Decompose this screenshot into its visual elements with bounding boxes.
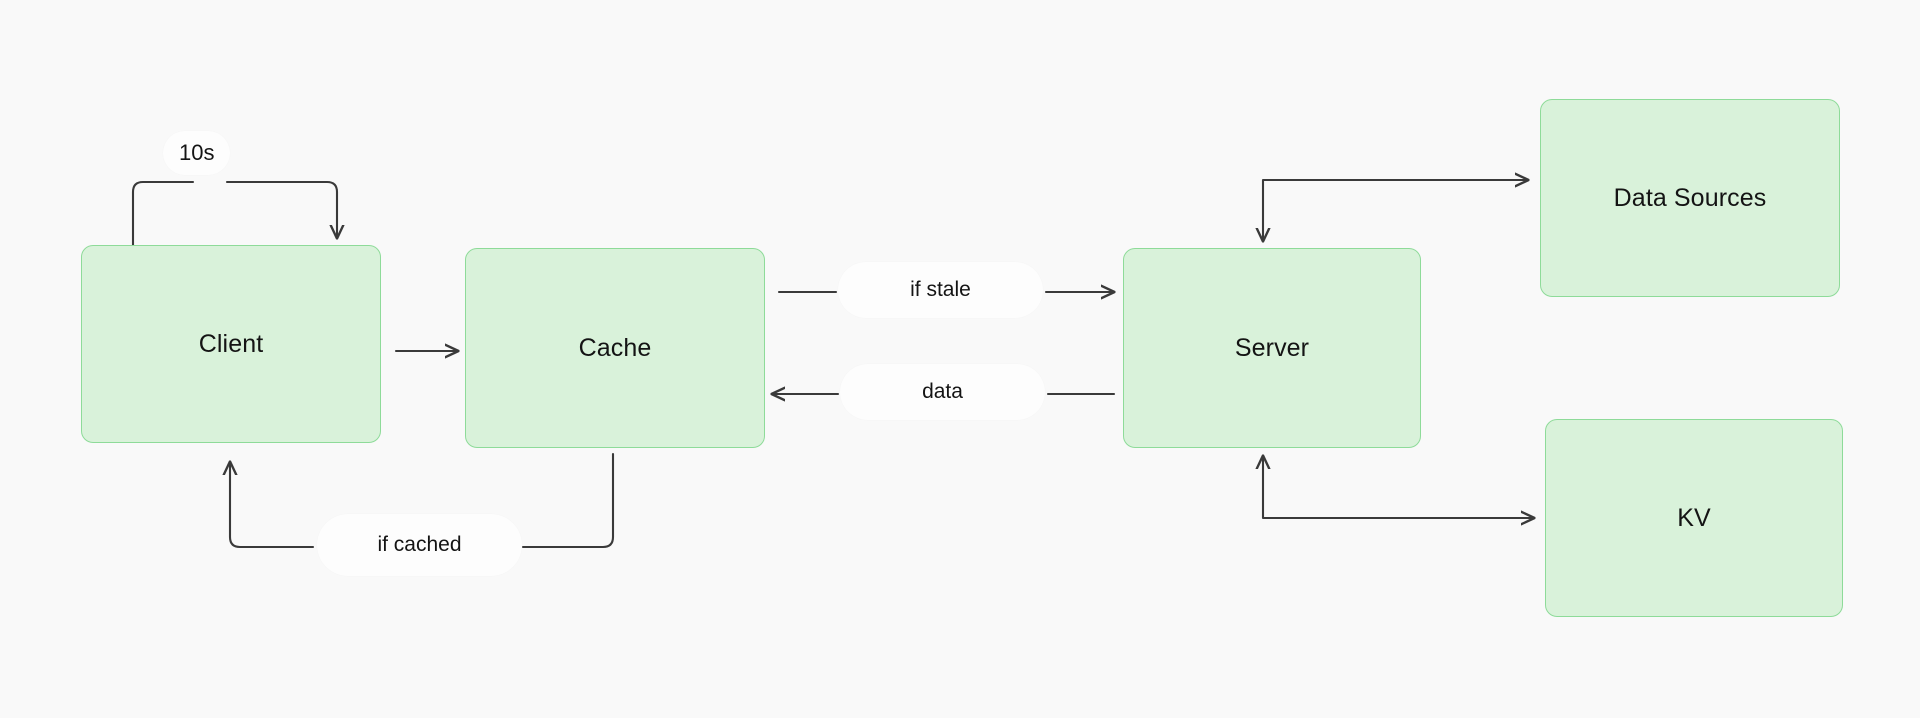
edge-label-if-cached[interactable]: if cached xyxy=(317,514,522,576)
edge-label-if-stale[interactable]: if stale xyxy=(838,262,1043,318)
node-data-sources[interactable]: Data Sources xyxy=(1540,99,1840,297)
node-kv-label: KV xyxy=(1677,504,1711,532)
node-cache[interactable]: Cache xyxy=(465,248,765,448)
edge-kv-server xyxy=(1263,456,1534,518)
node-cache-label: Cache xyxy=(578,334,652,362)
node-server-label: Server xyxy=(1234,334,1310,362)
node-client[interactable]: Client xyxy=(81,245,381,443)
edge-client-self-loop xyxy=(131,180,337,247)
edge-label-10s[interactable]: 10s xyxy=(163,131,231,175)
edge-label-data[interactable]: data xyxy=(840,364,1045,420)
node-server[interactable]: Server xyxy=(1123,248,1421,448)
node-client-label: Client xyxy=(198,330,264,358)
node-data-sources-label: Data Sources xyxy=(1613,184,1767,212)
node-kv[interactable]: KV xyxy=(1545,419,1843,617)
edge-server-data-sources xyxy=(1263,180,1528,241)
